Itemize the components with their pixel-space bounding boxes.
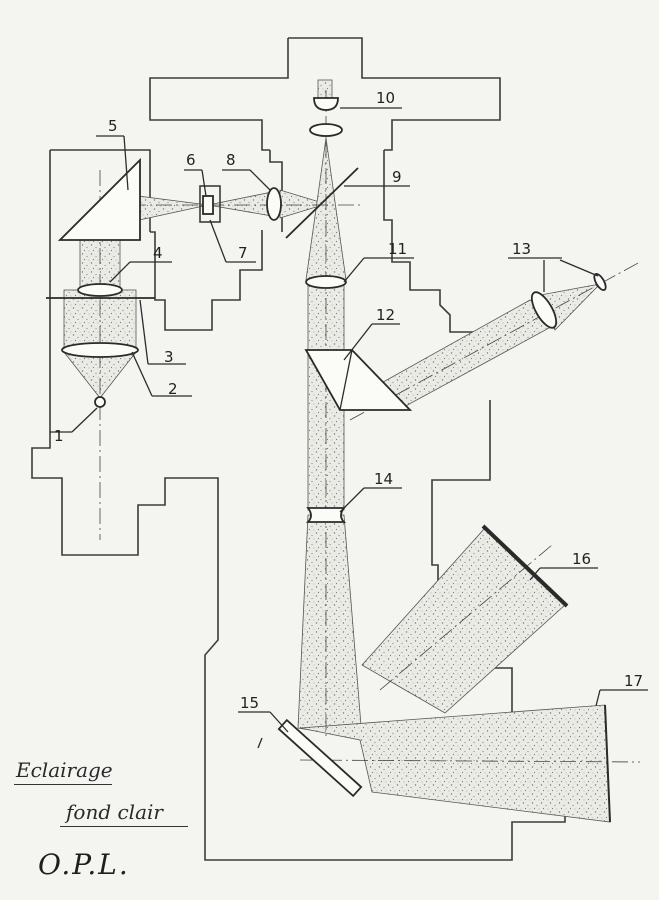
component-numbers: 1 2 3 4 5 6 7 8 9 10 11 12 13 14 15 16 1… [54, 89, 643, 712]
label-5: 5 [108, 117, 118, 135]
relay-lens-14 [305, 507, 347, 523]
label-2: 2 [168, 380, 178, 398]
optical-components [46, 97, 611, 823]
leader-17b [595, 689, 601, 707]
aperture-holder-7 [199, 185, 221, 223]
screen-17 [604, 704, 611, 823]
signature-mark: O.P.L. [38, 848, 130, 881]
caption-line-2-underline [60, 826, 188, 827]
leader-16b [529, 567, 541, 581]
prism-5 [57, 157, 141, 241]
nosepiece-beam [317, 79, 333, 101]
leader-5b [123, 135, 129, 191]
eyepiece-lens-13 [530, 291, 558, 329]
film-plane-16 [481, 524, 569, 608]
prism-12-diagonal [339, 349, 353, 411]
leader-12 [343, 323, 373, 361]
condenser-lens-4 [77, 283, 123, 297]
housing-top-cap-left [149, 38, 289, 151]
leader-3 [139, 299, 149, 365]
label-10: 10 [376, 89, 395, 107]
prism-out-beam [129, 194, 209, 223]
leader-6b [201, 169, 207, 197]
caption-line-1: Eclairage [16, 758, 113, 782]
leader-1b [71, 407, 98, 433]
eyepiece-front-13 [593, 273, 607, 291]
aperture-slit-6 [202, 195, 214, 215]
projection-17-beam [299, 704, 611, 823]
label-8: 8 [226, 151, 236, 169]
axis-side-arm [349, 261, 641, 421]
axis-projection-17 [299, 759, 641, 763]
axis-camera-16 [379, 544, 553, 691]
label-6: 6 [186, 151, 196, 169]
leader-8b [249, 169, 271, 191]
label-13: 13 [512, 240, 531, 258]
leader-7 [209, 219, 227, 263]
label-16: 16 [572, 550, 591, 568]
label-17: 17 [624, 672, 643, 690]
leader-14 [339, 487, 365, 513]
collector-lens-2 [61, 342, 139, 358]
label-15: 15 [240, 694, 259, 712]
housing-left-step [150, 230, 263, 331]
lamp-bulb [94, 396, 106, 408]
caption-line-1-underline [14, 784, 112, 785]
label-leaders [50, 107, 648, 733]
light-beams [63, 79, 611, 823]
mirror-9 [285, 167, 359, 239]
objective-front-element [313, 97, 339, 111]
leader-13b [559, 259, 599, 277]
mirror-15 [277, 718, 363, 798]
caption-line-2: fond clair [66, 800, 163, 824]
housing-top-cap [288, 37, 501, 151]
beam-splitter-prism-12 [304, 349, 413, 411]
mirror-15-pointer [257, 737, 263, 749]
housing-right-step [383, 150, 475, 333]
label-14: 14 [374, 470, 393, 488]
leader-2 [131, 351, 153, 397]
label-7: 7 [238, 244, 248, 262]
relay-lens-8 [266, 187, 282, 221]
leader-11 [343, 257, 365, 283]
tube-lens-11 [305, 275, 347, 289]
vertical-cone-lower [297, 514, 363, 739]
leader-15b [269, 711, 289, 733]
aperture-beam [207, 191, 273, 217]
leader-4 [109, 261, 131, 283]
label-1: 1 [54, 427, 64, 445]
label-12: 12 [376, 306, 395, 324]
label-4: 4 [153, 244, 163, 262]
camera-16-beam [361, 527, 566, 714]
label-3: 3 [164, 348, 174, 366]
objective-lens-10 [309, 123, 343, 137]
label-9: 9 [392, 168, 402, 186]
label-11: 11 [388, 240, 407, 258]
